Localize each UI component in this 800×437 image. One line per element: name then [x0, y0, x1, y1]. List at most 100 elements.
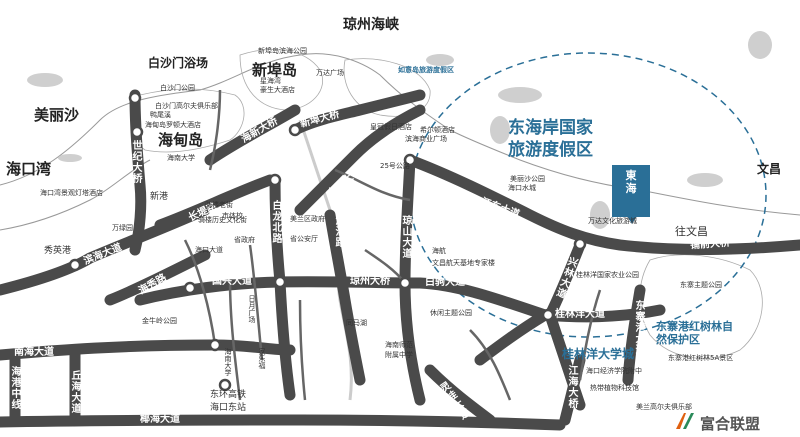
palm-illustration-2	[590, 201, 610, 229]
dolphin-illustration	[58, 154, 82, 162]
road-label-jianghai: 江海大桥	[566, 365, 577, 409]
road-label-binjiang: 滨江路	[333, 215, 344, 248]
poi-qilou-culture: 骑楼历史文化街	[198, 216, 247, 224]
junction-wanda	[573, 237, 587, 251]
coastline-main	[0, 53, 800, 216]
poi-meilisha-park: 美丽沙公园	[510, 175, 545, 183]
road-xinglin	[544, 239, 586, 321]
junction-haixin	[288, 123, 302, 137]
road-jianghai	[559, 354, 586, 426]
road-lingxiang	[424, 364, 496, 426]
poi-hainan-airlines: 海航	[432, 247, 446, 255]
xinbu-island-edge	[239, 49, 323, 111]
poi-hilton: 希尔顿酒店	[420, 126, 455, 134]
road-minor-9	[208, 89, 222, 171]
poi-howard-johnson: 豪生大酒店	[260, 86, 295, 94]
ship-illustration-1	[27, 73, 63, 87]
road-meilan	[544, 309, 586, 411]
logo-char-1: 東	[625, 169, 637, 182]
poi-provincial-govt: 省政府	[234, 236, 255, 244]
junction-bailong	[273, 275, 287, 289]
alliance-logo-icon	[676, 413, 694, 429]
poi-xinghaiwan: 星海湾	[260, 77, 281, 85]
junction-shiji-mid	[130, 125, 144, 139]
resort-title-line1: 东海岸国家	[508, 118, 593, 138]
ship-illustration-2	[498, 87, 542, 103]
meilisha-label: 美丽沙	[34, 106, 80, 124]
road-label-haigang: 海港中线	[9, 366, 20, 410]
road-minor-8	[334, 168, 411, 202]
coconut-illustration	[748, 31, 772, 59]
poi-carrefour: 家乐福	[258, 348, 266, 369]
junction-guoxing-w	[183, 281, 197, 295]
junction-guilinyang	[541, 308, 555, 322]
junction-shiji-north	[128, 91, 142, 105]
road-minor-2	[183, 239, 217, 346]
road-guilinyang	[474, 309, 551, 366]
poi-water-city: 海口水城	[508, 184, 536, 192]
poi-wanlvyuan: 万绿园	[112, 224, 133, 232]
junction-qiongshan	[398, 276, 412, 290]
haikou-bay-label: 海口湾	[6, 160, 52, 178]
junction-changdi	[268, 173, 282, 187]
road-label-dongzhai: 东寨港大道	[633, 300, 644, 355]
xiuying-label: 秀英港	[44, 246, 72, 256]
road-nandu	[294, 104, 426, 216]
poi-affiliated-school: 附属中学	[385, 351, 413, 359]
poi-to-wenchang: 往文昌	[675, 225, 708, 238]
road-xinbu	[289, 89, 426, 136]
poi-public-security: 省公安厅	[290, 235, 318, 243]
poi-baishamen-park: 白沙门公园	[160, 84, 195, 92]
road-label-guilinyang: 桂林洋大道	[555, 309, 605, 320]
credit-watermark: 富合联盟	[700, 415, 761, 433]
road-label-bailong: 白龙北路	[270, 200, 281, 244]
junction-binhai	[68, 258, 82, 272]
road-haixin	[204, 104, 301, 166]
road-jiangdong	[404, 154, 800, 256]
strait-label: 琼州海峡	[343, 17, 399, 33]
junction-jiangdong	[403, 153, 417, 167]
poi-haikou-ave: 海口大道	[195, 246, 223, 254]
poi-economics-school: 海口经济学院附中	[586, 367, 642, 375]
baishamen-label: 白沙门浴场	[148, 56, 209, 70]
resort-logo-marker[interactable]: 東 海	[612, 165, 650, 217]
poi-jinniuling: 金牛岭公园	[142, 317, 177, 325]
poi-lighthouse-hotel: 海口湾景观灯塔酒店	[40, 189, 103, 197]
road-binjiang	[324, 209, 366, 386]
poi-tongma-lake: 同马湖	[346, 319, 367, 327]
road-label-nanhai: 南海大道	[14, 347, 54, 358]
poi-xinbu-park: 新埠岛滨海公园	[258, 47, 307, 55]
poi-highway-25: 25号公路	[380, 162, 410, 170]
palm-illustration-1	[490, 116, 510, 144]
poi-haikou-east-station: 海口东站	[210, 403, 247, 413]
road-label-guoxing: 国兴大道	[212, 276, 252, 287]
road-shiji	[129, 89, 147, 256]
poi-dongzhai-theme-park: 东寨主题公园	[680, 281, 722, 289]
poi-wanda-culture-city: 万达文化旅游城	[588, 217, 637, 225]
poi-riyue-plaza: 日月广场	[248, 295, 256, 323]
road-guoxing	[134, 276, 666, 323]
poi-normal-univ: 海南师范	[385, 341, 413, 349]
poi-city-sports-school: 市体校	[222, 212, 243, 220]
road-minor-1	[228, 279, 242, 401]
road-label-shiji: 世纪大桥	[130, 140, 141, 184]
xinbudao-label: 新埠岛	[252, 61, 298, 79]
poi-east-ring-rail: 东环高铁	[210, 390, 247, 400]
poi-wanda-plaza: 万达广场	[316, 69, 344, 77]
poi-aerospace-expert: 文昌航天基地专家楼	[432, 259, 495, 267]
junction-nanhai	[208, 338, 222, 352]
poi-meilan-golf: 美兰高尔夫俱乐部	[636, 403, 692, 411]
road-label-yehai: 椰海大道	[140, 414, 180, 425]
junction-east-station	[218, 378, 232, 392]
poi-baishamen-golf: 白沙门高尔夫俱乐部	[155, 102, 218, 110]
wenchang-label: 文昌	[757, 162, 782, 176]
poi-binhai-plaza: 滨海商业广场	[405, 135, 447, 143]
xingang-label: 新港	[150, 192, 169, 202]
resort-title-line2: 旅游度假区	[508, 140, 593, 160]
road-nanhai	[0, 339, 296, 361]
logo-char-2: 海	[625, 182, 637, 195]
haidiandao-label: 海甸岛	[158, 131, 204, 149]
poi-qilou-street: 骑楼老街	[205, 201, 233, 209]
road-dongzhai	[622, 284, 646, 386]
